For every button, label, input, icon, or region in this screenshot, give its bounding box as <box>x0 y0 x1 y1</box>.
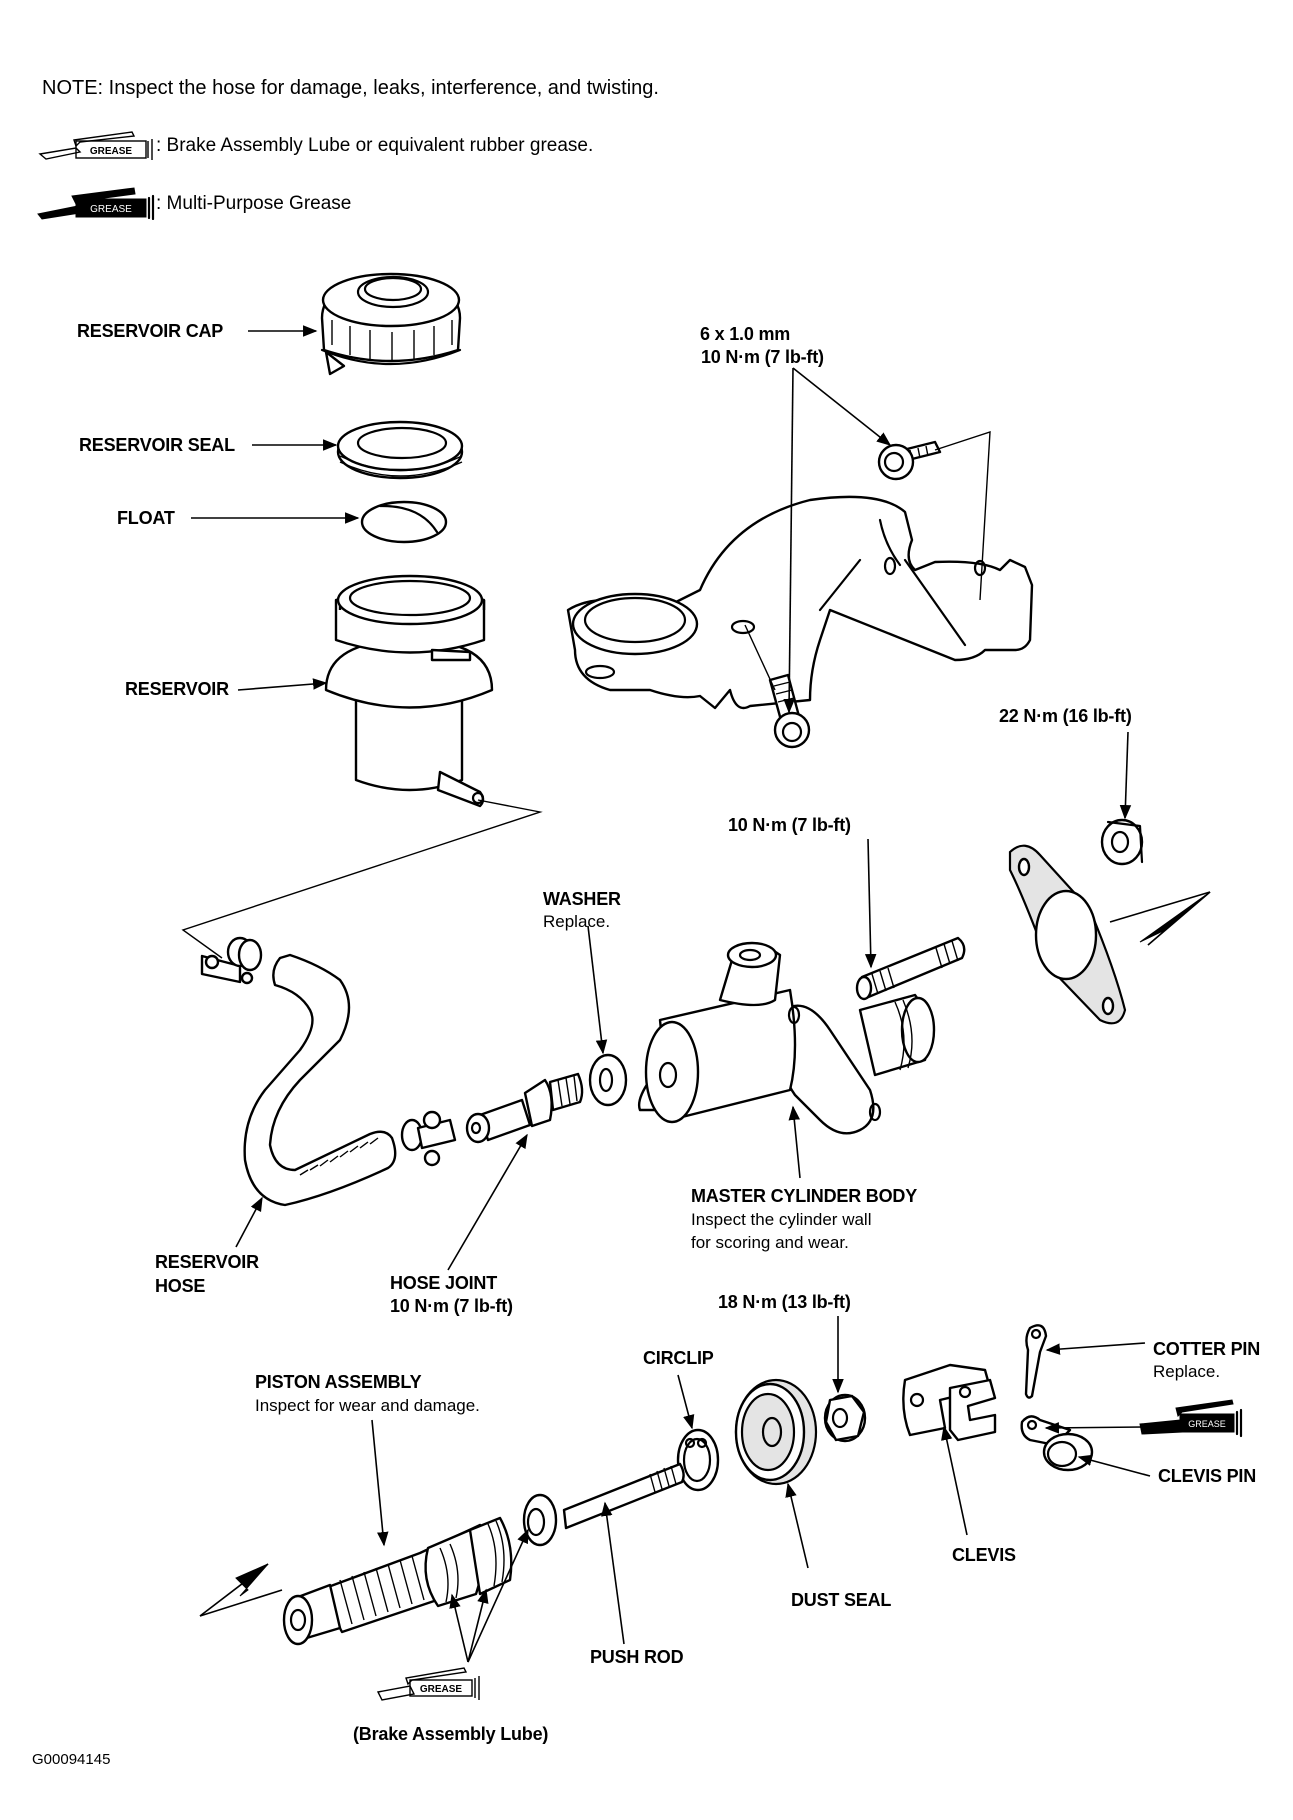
legend-brake-lube-text: : Brake Assembly Lube or equivalent rubb… <box>156 135 594 156</box>
leader-reservoir <box>237 678 328 691</box>
label-cotter-pin: COTTER PIN <box>1153 1339 1261 1359</box>
clevis <box>902 1363 997 1442</box>
label-clevis: CLEVIS <box>952 1545 1016 1565</box>
leader-dust-seal <box>785 1482 809 1569</box>
stud <box>855 936 966 1001</box>
label-reservoir-hose-1: RESERVOIR <box>155 1252 259 1272</box>
label-hose-joint-torque: 10 N·m (7 lb-ft) <box>390 1296 513 1316</box>
grease-gun-outline-icon: GREASE <box>38 131 153 160</box>
legend-multipurpose-text: : Multi-Purpose Grease <box>156 193 352 214</box>
leader-clevis <box>941 1425 968 1536</box>
label-clevis-pin: CLEVIS PIN <box>1158 1466 1257 1486</box>
reservoir-seal <box>336 420 464 480</box>
label-dust-seal: DUST SEAL <box>791 1590 892 1610</box>
leader-cotter-pin <box>1045 1342 1146 1355</box>
label-cotter-pin-note: Replace. <box>1153 1362 1221 1381</box>
label-reservoir-hose-2: HOSE <box>155 1276 206 1296</box>
label-reservoir: RESERVOIR <box>125 679 229 699</box>
label-push-rod: PUSH ROD <box>590 1647 684 1667</box>
leader-bolt-lower <box>783 367 795 714</box>
leader-clevis-pin <box>1077 1454 1151 1477</box>
leader-hose-joint <box>447 1133 528 1271</box>
label-master-cylinder-note-1: Inspect the cylinder wall <box>691 1210 872 1229</box>
label-mount-nut-torque: 22 N·m (16 lb-ft) <box>999 706 1132 726</box>
figure-id: G00094145 <box>32 1751 111 1768</box>
label-reservoir-seal: RESERVOIR SEAL <box>79 435 235 455</box>
bracket <box>566 495 1034 710</box>
bracket-bolt-lower <box>768 673 811 749</box>
piston-assembly <box>282 1516 513 1646</box>
label-circlip: CIRCLIP <box>643 1348 714 1368</box>
label-locknut-torque: 18 N·m (13 lb-ft) <box>718 1292 851 1312</box>
leader-push-rod <box>601 1501 625 1645</box>
grease-gun-solid-icon: GREASE <box>37 187 155 220</box>
label-washer-note: Replace. <box>543 912 611 931</box>
hose-joint <box>465 1072 584 1144</box>
label-hose-joint: HOSE JOINT <box>390 1273 498 1293</box>
label-washer: WASHER <box>543 889 621 909</box>
reservoir-cap <box>320 272 462 376</box>
leader-mount-nut <box>1119 731 1132 820</box>
leader-master-cylinder <box>788 1105 801 1179</box>
label-float: FLOAT <box>117 508 175 528</box>
guide-line-bolt-upper <box>934 431 991 601</box>
label-brake-lube-caption: (Brake Assembly Lube) <box>353 1724 549 1744</box>
leader-reservoir-hose <box>235 1196 263 1248</box>
label-reservoir-cap: RESERVOIR CAP <box>77 321 224 341</box>
grease-icon-label: GREASE <box>90 204 132 215</box>
leader-piston-assembly <box>371 1419 389 1547</box>
label-stud-torque: 10 N·m (7 lb-ft) <box>728 815 851 835</box>
label-master-cylinder-note-2: for scoring and wear. <box>691 1233 849 1252</box>
grease-icon-label: GREASE <box>420 1684 463 1695</box>
bracket-bolt-upper <box>877 440 942 481</box>
grease-leaders <box>449 1528 529 1663</box>
gasket <box>1008 844 1127 1025</box>
label-bracket-bolt-size: 6 x 1.0 mm <box>700 324 791 344</box>
lock-nut <box>823 1393 867 1443</box>
leader-washer <box>587 925 608 1055</box>
hose-clamp-lower <box>400 1110 457 1167</box>
washer <box>588 1053 628 1107</box>
push-rod <box>522 1462 685 1547</box>
label-master-cylinder-body: MASTER CYLINDER BODY <box>691 1186 918 1206</box>
leader-stud <box>864 838 877 969</box>
grease-icon-label: GREASE <box>1188 1419 1226 1429</box>
guide-line-bolt-lower <box>744 624 776 691</box>
leader-bolt-upper <box>792 367 892 446</box>
direction-arrow-firewall <box>1109 891 1211 946</box>
circlip <box>676 1428 720 1492</box>
float <box>360 500 448 544</box>
grease-icon-label: GREASE <box>90 146 133 157</box>
note-text: NOTE: Inspect the hose for damage, leaks… <box>42 77 659 99</box>
cotter-pin <box>1024 1324 1048 1399</box>
label-piston-assembly: PISTON ASSEMBLY <box>255 1372 422 1392</box>
dust-seal <box>734 1378 818 1486</box>
mount-nut <box>1100 818 1144 866</box>
leader-circlip <box>677 1374 695 1430</box>
hose-clamp-upper <box>200 936 263 985</box>
clevis-pin <box>1020 1415 1094 1472</box>
master-cylinder-body <box>637 941 936 1135</box>
label-bracket-bolt-torque: 10 N·m (7 lb-ft) <box>701 347 824 367</box>
label-piston-assembly-note: Inspect for wear and damage. <box>255 1396 480 1415</box>
direction-arrow-piston <box>199 1563 283 1617</box>
grease-gun-outline-icon-caption: GREASE <box>376 1667 480 1701</box>
grease-gun-solid-icon-clevis: GREASE <box>1044 1399 1243 1438</box>
guide-line-reservoir <box>181 799 543 959</box>
reservoir-hose <box>243 953 397 1207</box>
reservoir <box>324 574 494 808</box>
